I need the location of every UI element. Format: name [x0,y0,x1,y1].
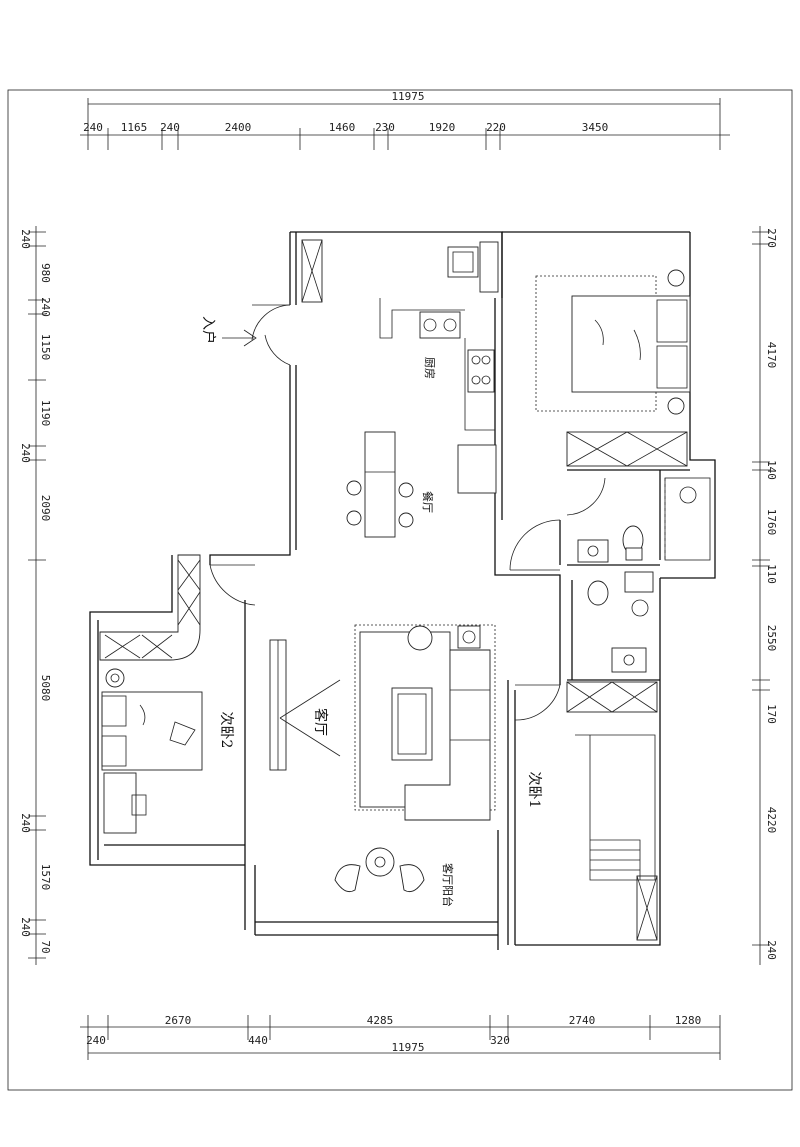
right-dim-2: 4170 [765,342,778,369]
right-dim-7: 170 [765,704,778,724]
room-label-bedroom2: 次卧2 [218,712,234,749]
drawing-frame [7,89,793,1091]
entry-arrow [222,329,257,347]
room-label-balcony: 客厅阳台 [441,863,455,907]
room-label-bedroom1: 次卧1 [526,772,542,809]
left-dim-11: 240 [19,917,32,937]
top-dim-1: 240 [83,121,103,134]
top-dim-9: 3450 [582,121,609,134]
bottom-dim-6: 440 [248,1034,268,1047]
bottom-dim-5: 240 [86,1034,106,1047]
right-dim-1: 270 [765,228,778,248]
top-dim-5: 1460 [329,121,356,134]
right-dim-8: 4220 [765,807,778,834]
room-label-entry: 入户 [200,316,217,344]
left-dim-6: 240 [19,443,32,463]
left-dim-3: 240 [39,297,52,317]
bottom-dim-3: 2740 [569,1014,596,1027]
bedroom1-furniture [575,734,656,881]
left-dim-10: 1570 [39,864,52,891]
bottom-dim-1: 2670 [165,1014,192,1027]
living-furniture [279,624,496,821]
top-dim-6: 230 [375,121,395,134]
top-dim-8: 220 [486,121,506,134]
bedroom2-furniture [101,639,287,834]
left-dim-8: 5080 [39,675,52,702]
right-dim-9: 240 [765,940,778,960]
wardrobes [99,239,688,941]
room-label-dining: 餐厅 [421,491,435,513]
dining-table [346,431,414,538]
bottom-dimension-lines [80,1015,721,1060]
top-dim-7: 1920 [429,121,456,134]
right-dim-4: 1760 [765,509,778,536]
left-dim-7: 2090 [39,495,52,522]
bottom-total-dimension: 11975 [391,1041,424,1054]
left-dim-5: 1190 [39,400,52,427]
kitchen-fixtures [379,241,499,494]
bottom-dim-4: 1280 [675,1014,702,1027]
balcony-chairs [334,847,425,893]
left-dim-1: 240 [19,229,32,249]
bathroom-fixtures [577,477,711,673]
left-dim-2: 980 [39,263,52,283]
bottom-dim-7: 320 [490,1034,510,1047]
bottom-dim-2: 4285 [367,1014,394,1027]
left-dim-9: 240 [19,813,32,833]
left-dimension-lines [28,226,46,965]
top-total-dimension: 11975 [391,90,424,103]
room-label-kitchen: 厨房 [423,357,436,379]
left-dim-4: 1150 [39,334,52,361]
master-bed [535,269,691,415]
top-dim-3: 240 [160,121,180,134]
top-dim-2: 1165 [121,121,148,134]
right-dimension-lines [752,226,770,965]
top-dimension-lines [80,98,730,150]
room-label-living: 客厅 [312,708,329,736]
left-dim-12: 70 [39,940,52,953]
right-dim-5: 110 [765,564,778,584]
top-dim-4: 2400 [225,121,252,134]
doors [209,304,606,721]
right-dim-6: 2550 [765,625,778,652]
right-dim-3: 140 [765,460,778,480]
